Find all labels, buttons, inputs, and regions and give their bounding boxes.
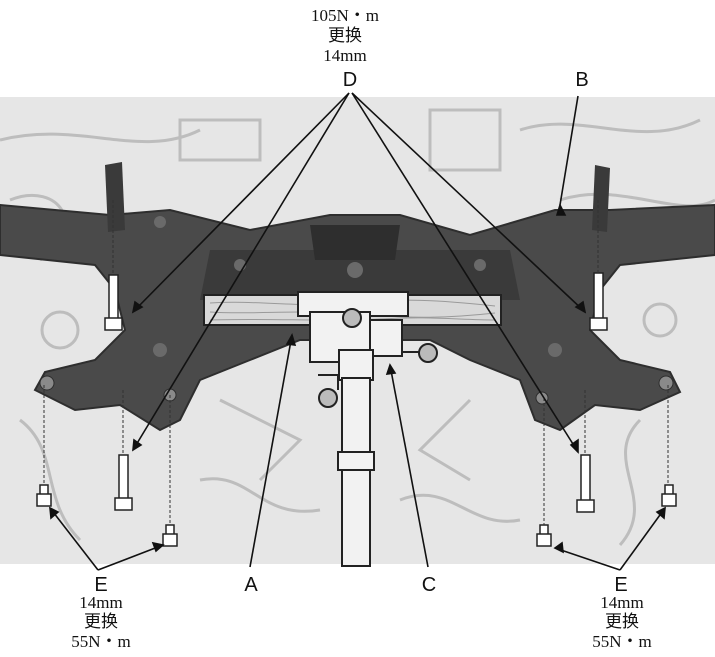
installation-guide-lines [43, 200, 669, 525]
callout-d-torque: 105N・m [311, 6, 379, 25]
callout-e-right-torque: 55N・m [592, 632, 652, 651]
callout-e-left-note: 更换 [84, 612, 118, 631]
callout-b-letter: B [575, 69, 589, 91]
bolt-icon [36, 484, 677, 547]
callout-e-right-socket: 14mm [600, 593, 644, 612]
callout-e-left-torque: 55N・m [71, 632, 131, 651]
callout-c-letter: C [421, 574, 437, 596]
callout-a-letter: A [244, 574, 258, 596]
callout-d-letter: D [342, 69, 358, 91]
callout-e-left-letter: E [94, 574, 108, 596]
transmission-jack-icon [297, 291, 438, 567]
callout-e-right-note: 更换 [605, 612, 639, 631]
leader-lines [49, 92, 666, 571]
callout-d-note: 更换 [328, 26, 362, 45]
callout-e-right-letter: E [614, 574, 628, 596]
callout-d-socket: 14mm [323, 46, 367, 65]
bolt-icon [104, 272, 608, 513]
callout-e-left-socket: 14mm [79, 593, 123, 612]
